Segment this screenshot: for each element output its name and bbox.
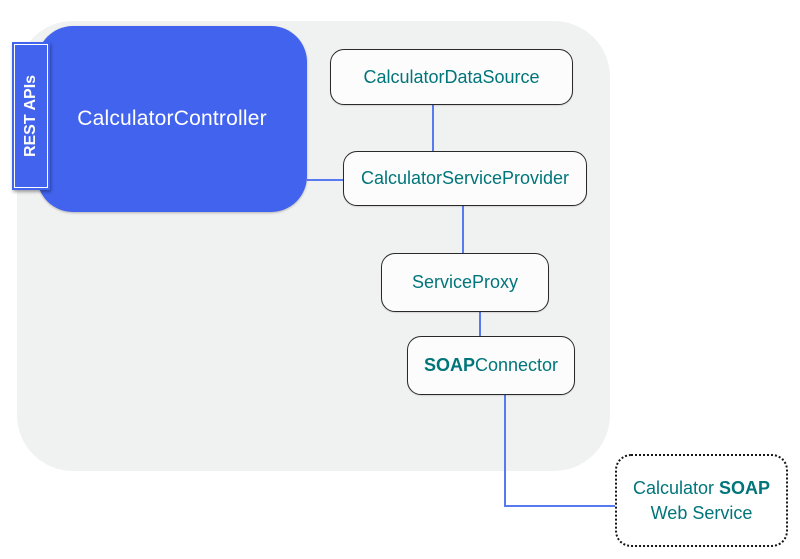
node-calculator-serviceprovider-label: CalculatorServiceProvider [360,168,570,188]
node-soapconnector-label-bold: SOAP [423,355,475,375]
node-webservice-line2: Web Service [650,502,753,523]
node-calculator-datasource-label: CalculatorDataSource [363,66,540,87]
node-serviceproxy: ServiceProxy [381,253,549,312]
rest-apis-tab-label: REST APIs [22,74,39,158]
node-webservice-line1: Calculator SOAP [633,476,770,501]
connector-controller-to-serviceprovider [307,179,343,181]
connector-serviceproxy-to-soapconnector [479,310,481,336]
connector-soapconnector-to-webservice-vertical [504,393,506,507]
node-webservice-line1-bold: SOAP [719,477,771,498]
connector-serviceprovider-to-serviceproxy [462,204,464,253]
node-calculator-serviceprovider: CalculatorServiceProvider [343,151,587,206]
node-calculator-controller: CalculatorController [37,26,307,212]
node-calculator-controller-label: CalculatorController [77,107,267,130]
node-calculator-datasource: CalculatorDataSource [330,49,573,105]
node-calculator-soap-web-service: Calculator SOAP Web Service [615,454,788,547]
node-webservice-line1-regular: Calculator [632,477,720,498]
rest-apis-tab: REST APIs [12,42,50,190]
node-serviceproxy-label: ServiceProxy [411,272,519,292]
connector-datasource-to-serviceprovider [432,103,434,151]
node-soapconnector-label-regular: Connector [474,355,559,375]
connector-soapconnector-to-webservice-horizontal [504,505,615,507]
